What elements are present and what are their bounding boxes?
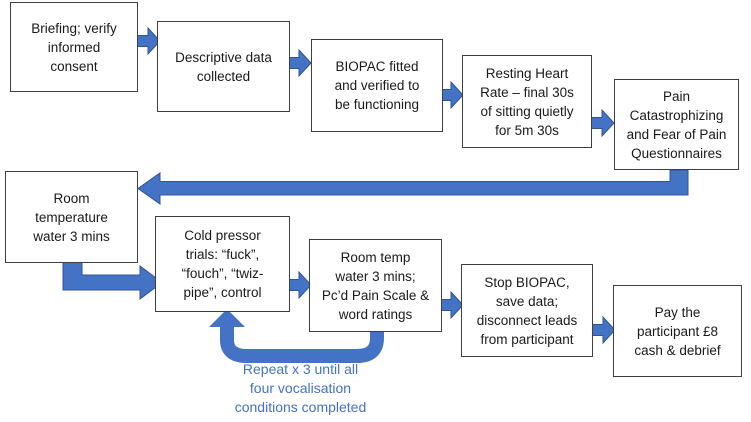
flow-box-label: BIOPAC fitted and verified to be functio… — [334, 59, 420, 112]
flow-box-label: Stop BIOPAC, save data; disconnect leads… — [476, 274, 578, 347]
flow-box-pay-participant: Pay the participant £8 cash & debrief — [613, 285, 742, 377]
flow-box-label: Resting Heart Rate – final 30s of sittin… — [480, 65, 574, 138]
flow-box-label: Pay the participant £8 cash & debrief — [634, 304, 721, 358]
flow-box-cold-pressor-trials: Cold pressor trials: “fuck”, “fouch”, “t… — [155, 216, 290, 312]
flow-box-descriptive-data: Descriptive data collected — [157, 21, 290, 112]
flow-box-briefing: Briefing; verify informed consent — [10, 2, 138, 92]
flow-box-stop-biopac: Stop BIOPAC, save data; disconnect leads… — [461, 264, 593, 357]
loop-caption-text: Repeat x 3 until all four vocalisation c… — [234, 361, 367, 415]
flow-box-biopac-fitted: BIOPAC fitted and verified to be functio… — [311, 39, 443, 132]
flow-box-label: Briefing; verify informed consent — [31, 20, 117, 74]
flow-box-label: Descriptive data collected — [175, 49, 272, 84]
flow-box-label: Room temp water 3 mins; Pc’d Pain Scale … — [321, 249, 430, 322]
flow-box-pain-questionnaires: Pain Catastrophizing and Fear of Pain Qu… — [614, 79, 739, 170]
elbow-right-arrow-icon — [60, 262, 165, 304]
right-arrow-icon — [588, 109, 615, 137]
loop-back-arrow-icon — [200, 308, 400, 368]
flow-box-room-temp-water-pain-scale: Room temp water 3 mins; Pc’d Pain Scale … — [309, 239, 442, 332]
right-arrow-icon — [589, 316, 616, 344]
flow-box-resting-heart-rate: Resting Heart Rate – final 30s of sittin… — [462, 55, 592, 148]
flow-box-label: Pain Catastrophizing and Fear of Pain Qu… — [626, 88, 727, 161]
flow-box-label: Room temperature water 3 mins — [33, 190, 110, 244]
elbow-left-arrow-icon — [138, 170, 690, 210]
flow-box-label: Cold pressor trials: “fuck”, “fouch”, “t… — [181, 228, 264, 300]
flow-box-room-temperature-water: Room temperature water 3 mins — [5, 171, 138, 263]
